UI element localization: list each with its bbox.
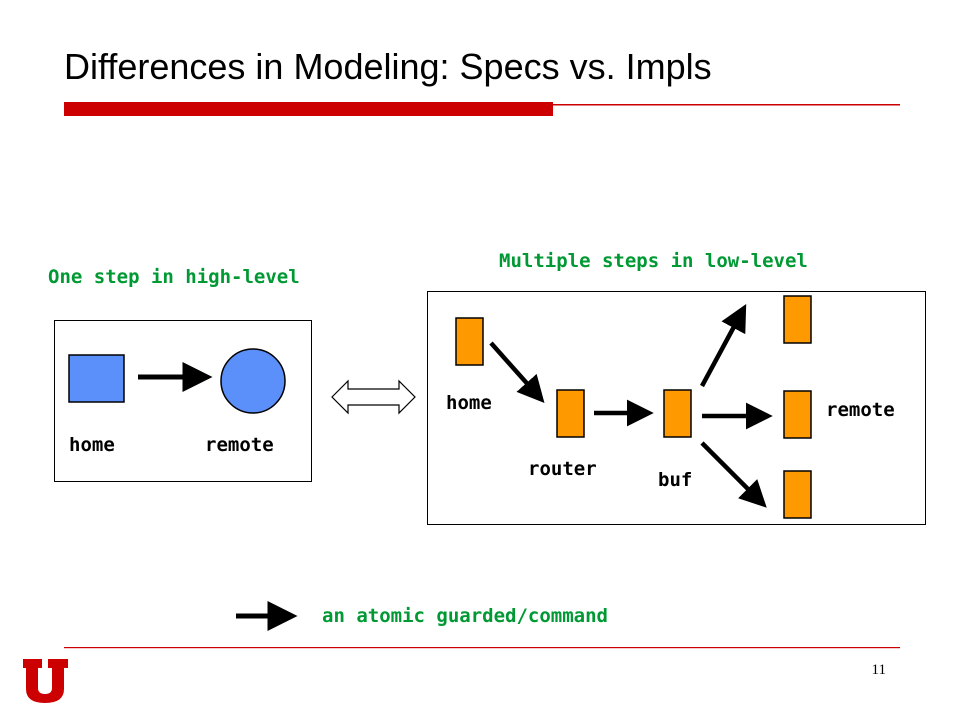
ll-remote-node-bottom [783, 470, 812, 519]
ll-home-label: home [446, 392, 492, 414]
ll-remote-label: remote [826, 399, 895, 421]
high-level-heading: One step in high-level [48, 266, 300, 288]
arrow-home-to-router [489, 341, 545, 404]
university-u-logo [23, 659, 68, 703]
ll-buf-node [663, 389, 692, 438]
page-title: Differences in Modeling: Specs vs. Impls [64, 46, 712, 87]
ll-remote-node-top [783, 295, 812, 344]
hl-home-label: home [69, 434, 115, 456]
ll-remote-node-middle [783, 390, 812, 439]
footer-rule [64, 647, 900, 649]
legend-text: an atomic guarded/command [322, 605, 608, 627]
remote-circle [220, 348, 286, 414]
arrow-buf-to-remote-top [700, 304, 747, 388]
page-number: 11 [871, 662, 886, 678]
hl-remote-label: remote [205, 434, 274, 456]
arrow-buf-to-remote-bottom [700, 441, 767, 508]
home-square [68, 354, 125, 403]
title-thick-rule [64, 102, 553, 116]
ll-router-label: router [528, 458, 597, 480]
ll-router-node [556, 389, 585, 438]
low-level-heading: Multiple steps in low-level [499, 250, 808, 272]
ll-buf-label: buf [658, 469, 693, 491]
ll-home-node [455, 317, 484, 366]
double-arrow-icon [331, 379, 416, 415]
